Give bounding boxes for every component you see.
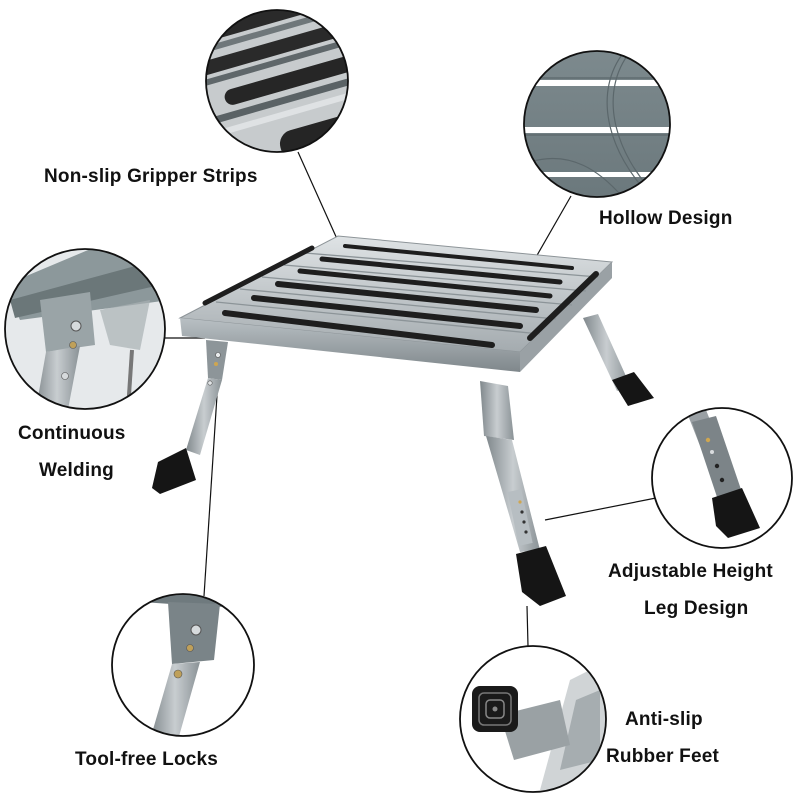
detail-circle-continuous-welding	[4, 248, 166, 410]
leader-line-locks	[203, 379, 219, 597]
detail-circle-gripper-strips	[205, 9, 349, 153]
label-anti-slip-line1: Anti-slip	[625, 709, 703, 730]
label-adjustable-height-line1: Adjustable Height	[608, 561, 773, 582]
label-tool-free-locks: Tool-free Locks	[75, 749, 219, 770]
detail-circle-hollow-design	[523, 50, 671, 198]
back-right-leg	[583, 314, 654, 406]
detail-circle-tool-free-locks	[111, 593, 255, 737]
label-non-slip-gripper-strips: Non-slip Gripper Strips	[44, 166, 258, 187]
detail-circle-adjustable-height	[651, 407, 793, 549]
front-right-leg	[480, 381, 566, 606]
leader-line-gripper	[297, 151, 343, 251]
label-continuous-welding-line2: Welding	[39, 460, 114, 481]
detail-circle-rubber-feet	[459, 645, 607, 793]
grip-strips	[202, 244, 599, 348]
leader-line-feet	[526, 605, 529, 647]
leader-line-height	[544, 497, 657, 521]
label-rubber-feet-line2: Rubber Feet	[606, 746, 720, 767]
front-left-leg	[152, 340, 228, 494]
step-stool-illustration	[152, 235, 654, 606]
label-continuous-welding-line1: Continuous	[18, 423, 126, 444]
label-adjustable-height-line2: Leg Design	[644, 598, 749, 619]
label-hollow-design: Hollow Design	[599, 208, 733, 229]
leader-lines	[164, 151, 657, 647]
